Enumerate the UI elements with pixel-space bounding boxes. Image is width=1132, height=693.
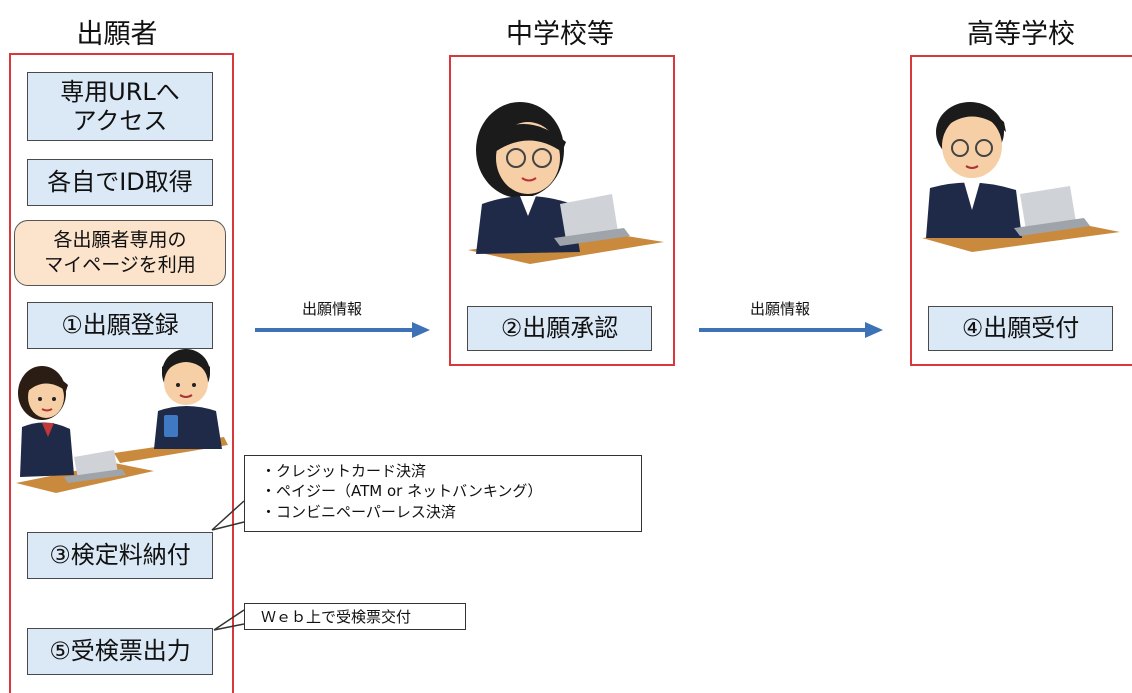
middle-school-teacher-illustration: [468, 102, 664, 264]
middle-school-column-title: 中学校等: [506, 19, 614, 50]
middle-school-lane: [449, 55, 675, 366]
students-illustration: [16, 349, 228, 493]
payment-method-item: ・ペイジー（ATM or ネットバンキング）: [261, 482, 543, 501]
payment-methods-callout: ・クレジットカード決済 ・ペイジー（ATM or ネットバンキング） ・コンビニ…: [244, 455, 642, 532]
mypage-step: 各出願者専用の マイページを利用: [14, 220, 226, 286]
boy-student-icon: [154, 349, 222, 449]
web-ticket-callout: Ｗｅｂ上で受検票交付: [244, 603, 466, 630]
high-school-column-title: 高等学校: [967, 19, 1075, 50]
payment-method-item: ・クレジットカード決済: [261, 462, 427, 480]
arrow-label-applicant-to-middle: 出願情報: [302, 300, 363, 318]
applicant-lane: [9, 53, 234, 693]
arrow-label-middle-to-high: 出願情報: [750, 300, 811, 318]
fee-payment-step: ③検定料納付: [27, 532, 213, 579]
payment-method-item: ・コンビニペーパーレス決済: [261, 502, 456, 521]
applicant-column-title: 出願者: [76, 19, 158, 50]
access-url-step: 専用URLへ アクセス: [27, 72, 213, 141]
application-reception-step: ④出願受付: [928, 306, 1113, 351]
girl-student-icon: [18, 366, 74, 477]
print-ticket-step: ⑤受検票出力: [27, 628, 213, 675]
high-school-teacher-illustration: [922, 102, 1120, 252]
application-register-step: ①出願登録: [27, 302, 213, 349]
application-approval-step: ②出願承認: [467, 306, 652, 351]
get-id-step: 各自でID取得: [27, 159, 213, 206]
high-school-lane: [910, 55, 1132, 366]
